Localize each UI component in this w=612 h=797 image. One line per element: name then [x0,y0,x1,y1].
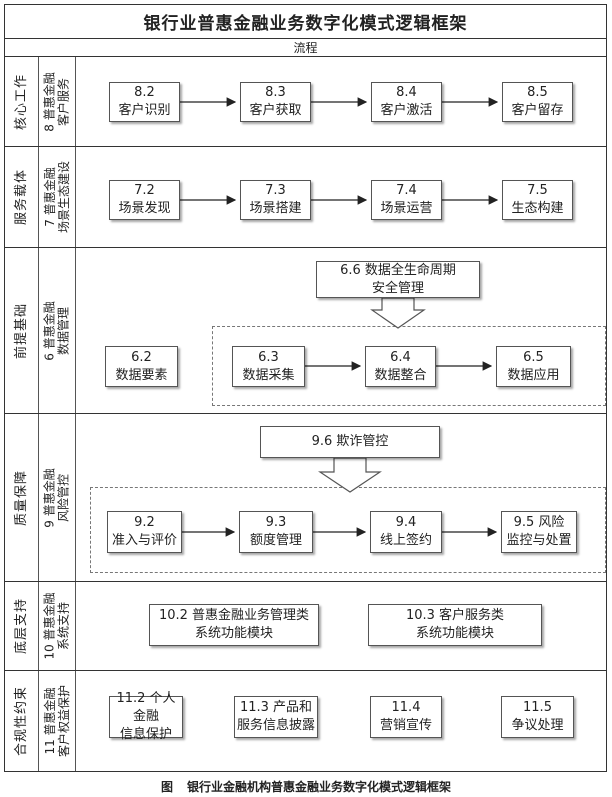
diagram-title: 银行业普惠金融业务数字化模式逻辑框架 [5,5,606,39]
category-label: 合规性约束 [13,685,29,757]
category-label: 底层支持 [13,597,29,655]
row-quality-assurance: 质量保障 9 普惠金融 风险管控 9.6 欺诈管控 9.2 准入与评价 9.3 … [5,414,606,582]
box-customer-retention: 8.5 客户留存 [502,82,573,122]
box-customer-service-system: 10.3 客户服务类 系统功能模块 [368,604,542,646]
box-business-management-system: 10.2 普惠金融业务管理类 系统功能模块 [149,604,319,646]
row-compliance-constraints: 合规性约束 11 普惠金融 客户权益保护 11.2 个人金融 信息保护 11.3… [5,671,606,771]
section-label: 9 普惠金融 风险管控 [43,467,72,528]
category-label: 前提基础 [13,302,29,359]
section-label: 10 普惠金融 系统支持 [43,592,71,660]
box-data-collection: 6.3 数据采集 [232,346,305,387]
box-data-application: 6.5 数据应用 [496,346,571,387]
section-label: 6 普惠金融 数据管理 [43,300,72,361]
box-risk-monitoring: 9.5 风险 监控与处置 [501,511,577,553]
box-customer-activation: 8.4 客户激活 [371,82,442,122]
box-online-signing: 9.4 线上签约 [370,511,442,553]
box-customer-acquisition: 8.3 客户获取 [240,82,311,122]
category-label: 服务载体 [13,168,29,226]
box-personal-info-protection: 11.2 个人金融 信息保护 [109,691,183,742]
row-core-work: 核心工作 8 普惠金融 客户服务 8.2 客户识别 8.3 客户获取 8.4 客… [5,57,606,147]
section-label: 8 普惠金融 客户服务 [43,71,72,132]
figure-label: 图 [160,780,173,794]
row-prerequisite-foundation: 前提基础 6 普惠金融 数据管理 6.6 数据全生命周期 安全管理 6.2 数据… [5,248,606,414]
figure-caption: 图银行业金融机构普惠金融业务数字化模式逻辑框架 [0,778,612,795]
box-access-evaluation: 9.2 准入与评价 [107,511,182,553]
box-fraud-control: 9.6 欺诈管控 [260,426,440,458]
category-label: 核心工作 [13,73,29,130]
box-scene-operation: 7.4 场景运营 [371,180,442,220]
process-header: 流程 [5,39,606,57]
box-credit-limit-management: 9.3 额度管理 [239,511,313,553]
row-service-carrier: 服务载体 7 普惠金融 场景生态建设 7.2 场景发现 7.3 场景搭建 7.4… [5,147,606,248]
box-info-disclosure: 11.3 产品和 服务信息披露 [234,696,318,738]
section-label: 7 普惠金融 场景生态建设 [43,160,72,234]
box-data-elements: 6.2 数据要素 [105,346,178,387]
box-marketing: 11.4 营销宣传 [370,696,442,738]
box-data-lifecycle-security: 6.6 数据全生命周期 安全管理 [316,261,480,298]
box-dispute-resolution: 11.5 争议处理 [501,696,574,738]
box-ecosystem-building: 7.5 生态构建 [502,180,573,220]
box-scene-discovery: 7.2 场景发现 [109,180,180,220]
category-label: 质量保障 [13,469,29,526]
framework-frame: 银行业普惠金融业务数字化模式逻辑框架 流程 核心工作 8 普惠金融 客户服务 8… [4,4,607,772]
box-customer-identification: 8.2 客户识别 [109,82,180,122]
box-data-integration: 6.4 数据整合 [365,346,436,387]
box-scene-building: 7.3 场景搭建 [240,180,311,220]
section-label: 11 普惠金融 客户权益保护 [43,684,72,758]
row-underlying-support: 底层支持 10 普惠金融 系统支持 10.2 普惠金融业务管理类 系统功能模块 … [5,582,606,671]
caption-text: 银行业金融机构普惠金融业务数字化模式逻辑框架 [187,780,452,794]
